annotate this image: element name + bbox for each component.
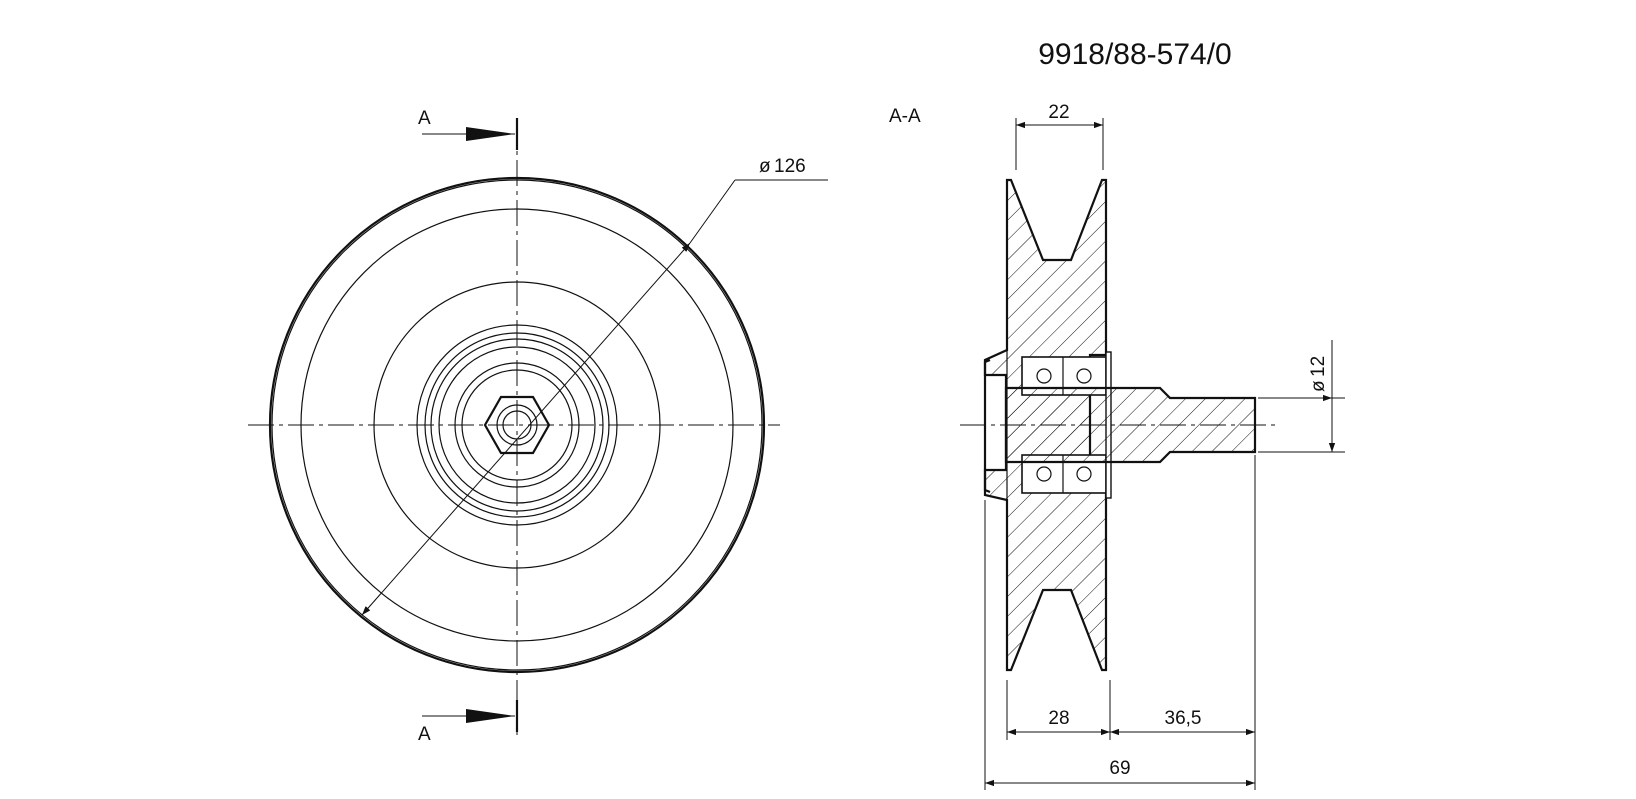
outer-rim-circle <box>268 176 766 674</box>
diameter-leader-line <box>689 179 736 244</box>
shaft-diameter-group: ø 12 <box>1308 356 1329 392</box>
section-arrow-top-head <box>466 127 515 141</box>
shaft-protrusion-label: 36,5 <box>1165 708 1202 729</box>
overall-length-label: 69 <box>1109 758 1130 779</box>
shaft-diameter-label: 12 <box>1308 356 1329 377</box>
diameter-dimension-line <box>361 242 691 616</box>
bearing-ball-bottom-2 <box>1076 466 1092 482</box>
bearing-ball-bottom-1 <box>1036 466 1052 482</box>
outer-rim-edge-circle <box>271 179 763 671</box>
section-title: A-A <box>889 106 921 127</box>
diameter-symbol: ø <box>759 156 771 177</box>
hub-width-label: 28 <box>1048 708 1069 729</box>
pulley-width-label: 22 <box>1048 102 1069 123</box>
shaft-diameter-symbol: ø <box>1308 380 1329 392</box>
section-marker-bottom: A <box>418 724 431 745</box>
bearing-ball-top-1 <box>1036 368 1052 384</box>
outer-diameter-label: 126 <box>774 156 806 177</box>
shaft-section <box>1004 386 1257 464</box>
hub-cap <box>983 358 991 494</box>
section-arrow-bottom-head <box>466 709 515 723</box>
front-view: ø 126 A A <box>248 108 828 745</box>
section-marker-top: A <box>418 108 431 129</box>
section-view: 22 28 36,5 69 ø 12 <box>960 102 1345 790</box>
part-number: 9918/88-574/0 <box>1038 38 1232 71</box>
bearing-ball-top-2 <box>1076 368 1092 384</box>
groove-circle <box>300 208 734 642</box>
